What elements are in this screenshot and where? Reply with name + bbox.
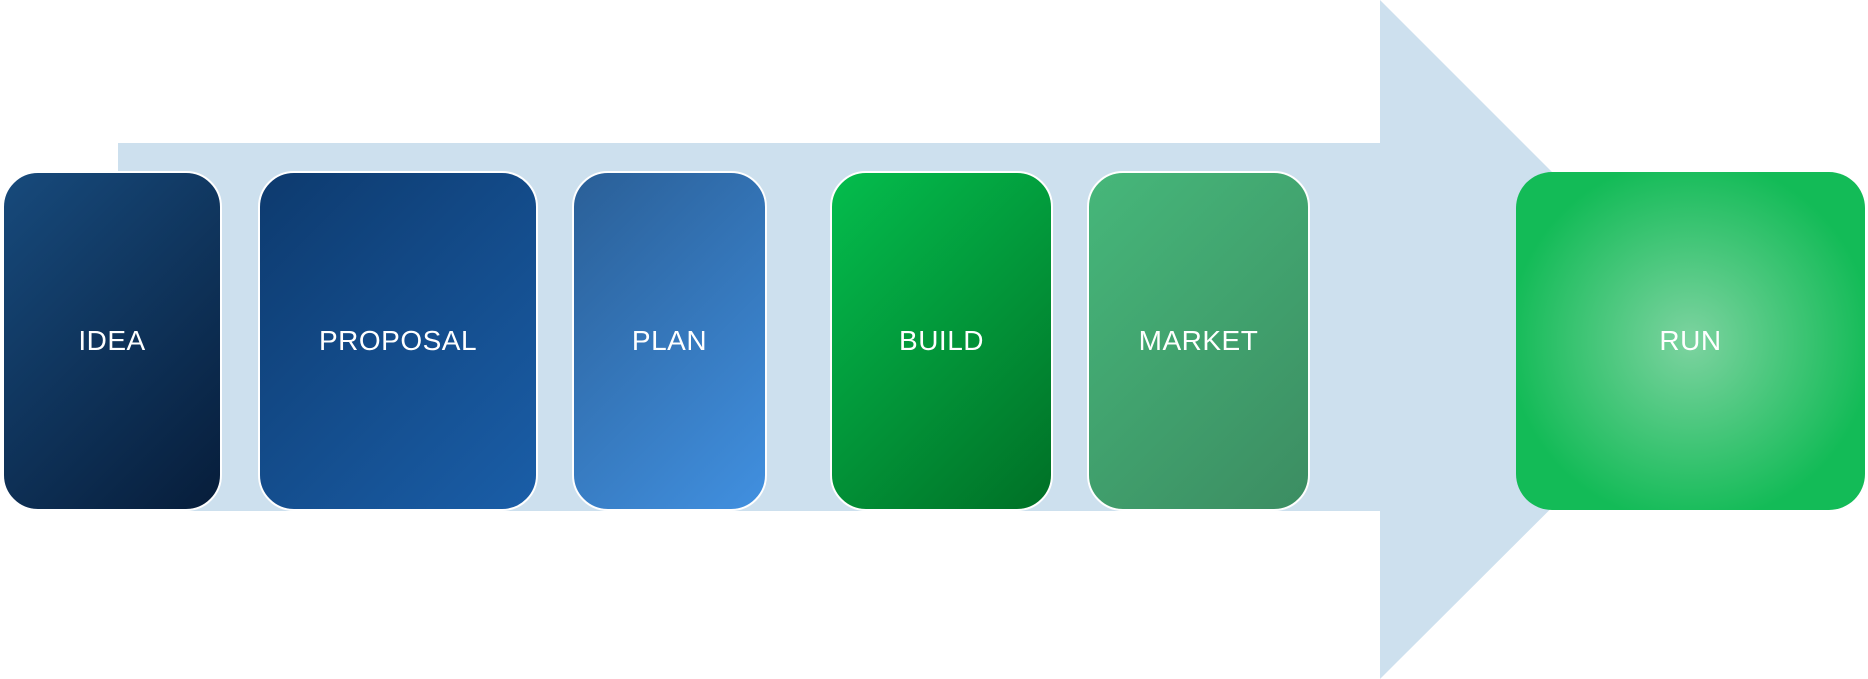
stage-label: PLAN: [631, 325, 708, 356]
stage-run: RUN: [1516, 172, 1865, 510]
stage-label: BUILD: [899, 325, 984, 356]
stage-label: PROPOSAL: [318, 325, 478, 356]
stage-build: BUILD: [830, 171, 1053, 511]
stage-label: RUN: [1659, 325, 1722, 356]
stage-label: IDEA: [78, 325, 146, 356]
stage-market: MARKET: [1087, 171, 1310, 511]
stage-idea: IDEA: [2, 171, 222, 511]
stage-proposal: PROPOSAL: [258, 171, 538, 511]
stage-label: MARKET: [1138, 325, 1259, 356]
stage-plan: PLAN: [572, 171, 767, 511]
